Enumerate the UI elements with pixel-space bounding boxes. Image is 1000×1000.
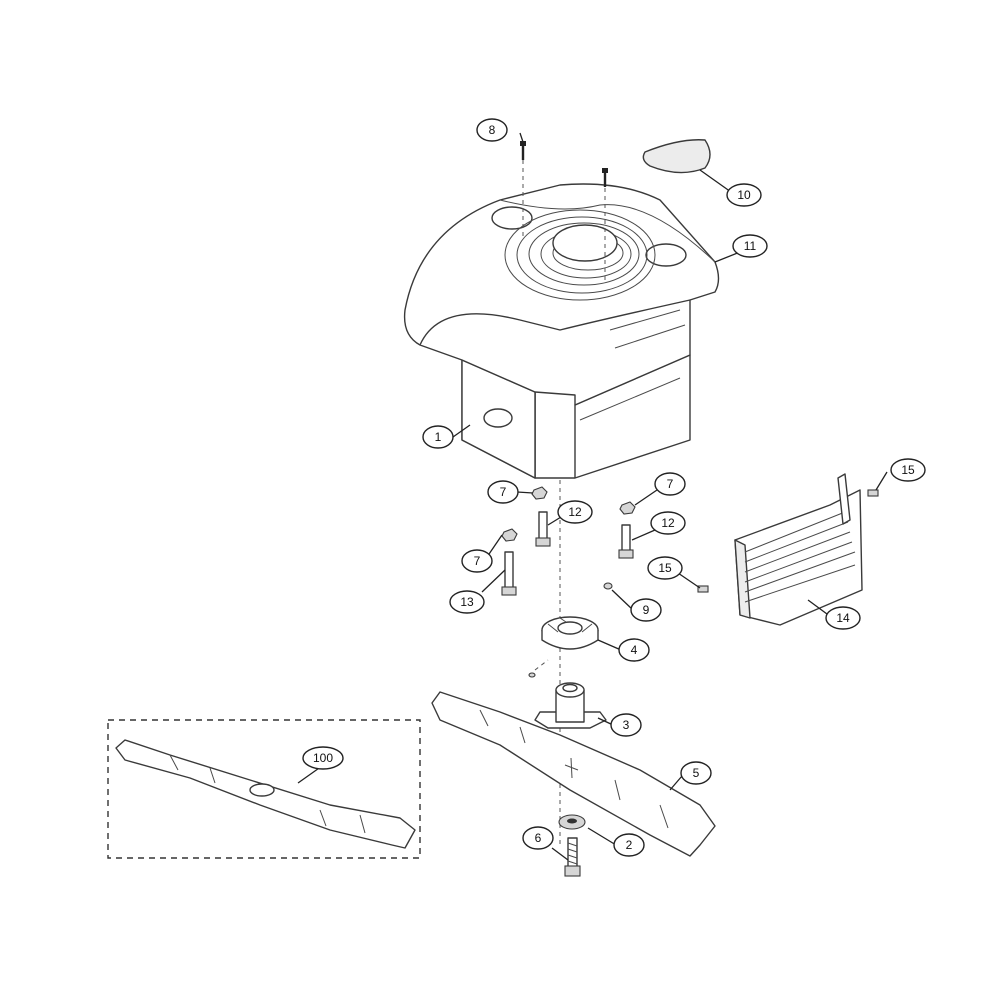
screw-8-right	[602, 168, 608, 187]
engine-housing	[403, 183, 720, 479]
cover-cap	[642, 139, 711, 174]
callout-7-a: 7	[487, 480, 519, 504]
grass-deflector-14	[734, 473, 863, 626]
svg-text:8: 8	[489, 123, 496, 137]
alternative-blade-frame	[107, 719, 421, 859]
leader-lines	[297, 132, 888, 861]
screw-8-left	[520, 141, 526, 160]
nut-7-a	[531, 486, 548, 500]
svg-text:100: 100	[313, 751, 333, 765]
svg-text:15: 15	[901, 463, 915, 477]
callout-9: 9	[630, 598, 662, 622]
callout-12-a: 12	[557, 500, 593, 524]
blade-100-hub	[249, 783, 275, 797]
screw-15-top	[867, 489, 879, 497]
svg-text:7: 7	[667, 477, 674, 491]
cooling-fins	[504, 209, 656, 301]
callout-12-b: 12	[650, 511, 686, 535]
callout-11: 11	[732, 234, 768, 258]
blade-bolt-6	[564, 837, 581, 877]
nut-7-c	[501, 528, 518, 542]
svg-text:9: 9	[643, 603, 650, 617]
callout-5: 5	[680, 761, 712, 785]
svg-text:12: 12	[661, 516, 675, 530]
blade-holder-3	[534, 682, 607, 729]
svg-text:5: 5	[693, 766, 700, 780]
callout-100: 100	[302, 746, 344, 770]
pin-axis	[534, 659, 549, 671]
callout-2: 2	[613, 833, 645, 857]
nut-7-b	[619, 501, 636, 515]
callout-8: 8	[476, 118, 508, 142]
svg-text:15: 15	[658, 561, 672, 575]
bolt-13	[501, 551, 517, 596]
svg-text:10: 10	[737, 188, 751, 202]
callout-10: 10	[726, 183, 762, 207]
svg-text:4: 4	[631, 643, 638, 657]
washer-9	[603, 582, 613, 590]
screw-15-left	[697, 585, 709, 593]
small-pin	[528, 672, 536, 678]
callout-15-b: 15	[647, 556, 683, 580]
blade-5-bevels	[479, 709, 669, 829]
svg-text:13: 13	[460, 595, 474, 609]
svg-text:7: 7	[500, 485, 507, 499]
callout-15-a: 15	[890, 458, 926, 482]
svg-text:2: 2	[626, 838, 633, 852]
svg-text:6: 6	[535, 831, 542, 845]
svg-text:7: 7	[474, 554, 481, 568]
svg-text:14: 14	[836, 611, 850, 625]
callout-7-b: 7	[654, 472, 686, 496]
mower-blade-5	[431, 691, 716, 857]
callout-7-c: 7	[461, 549, 493, 573]
washer-2	[558, 814, 586, 830]
callout-4: 4	[618, 638, 650, 662]
blade-100-bevels	[169, 754, 366, 834]
callout-3: 3	[610, 713, 642, 737]
callout-1: 1	[422, 425, 454, 449]
svg-text:11: 11	[744, 239, 757, 253]
callout-6: 6	[522, 826, 554, 850]
callout-13: 13	[449, 590, 485, 614]
svg-text:12: 12	[568, 505, 582, 519]
bolt-12-right	[618, 524, 634, 559]
blade-adapter-4	[541, 616, 599, 650]
callout-14: 14	[825, 606, 861, 630]
blade-5-center-mark	[564, 757, 579, 779]
svg-text:3: 3	[623, 718, 630, 732]
bolt-12-left	[535, 511, 551, 547]
svg-text:1: 1	[435, 430, 442, 444]
